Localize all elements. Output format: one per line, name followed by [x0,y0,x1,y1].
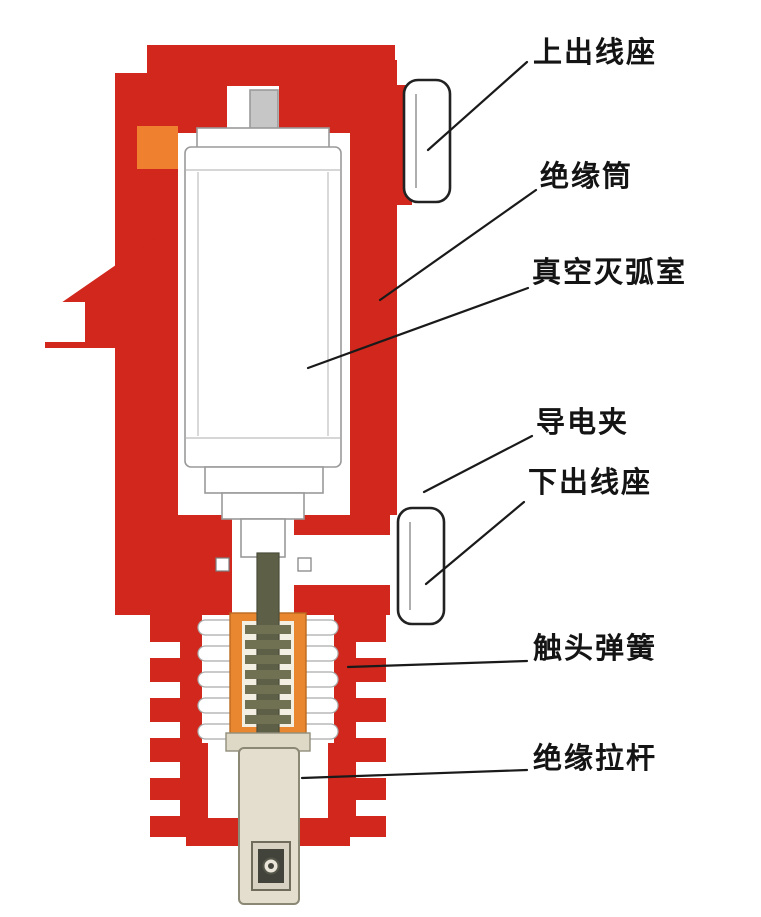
leader-line-lower-outlet [424,500,526,586]
lower-outlet-terminal-shape [396,506,446,626]
leader-line-pull-rod [300,768,529,780]
vacuum-interrupter-shape [184,146,342,468]
leader-line-conductive-clamp [422,434,534,494]
bracket-notch [45,302,85,342]
stud-bolt [249,89,279,131]
red-details [203,86,303,130]
fin-notch [356,762,386,778]
label-insulating-cylinder: 绝缘筒 [540,159,634,193]
spring-coil [245,715,291,724]
leader-line-insulating-cylinder [378,188,538,302]
upper-outlet-terminal-shape [402,78,452,204]
label-upper-outlet-terminal: 上出线座 [533,35,658,69]
rod-fitting-pin-center [268,863,274,869]
fin-notch [150,800,180,816]
cavity-tab-left [203,86,227,130]
leader-line-upper-outlet [426,60,529,152]
leader-line-vacuum-interrupter [306,286,530,370]
label-vacuum-interrupter: 真空灭弧室 [532,255,688,289]
fin-notch [356,682,386,698]
fin-notch [150,762,180,778]
interrupter-step-upper [204,466,324,494]
label-contact-spring: 触头弹簧 [533,631,658,665]
spring-coil [245,700,291,709]
fin-notch [150,682,180,698]
fin-notch [356,722,386,738]
cavity-tab-right [279,86,303,130]
orange-marker [137,126,178,169]
leader-lines [300,60,538,780]
fin-notch [150,722,180,738]
label-insulating-pull-rod: 绝缘拉杆 [533,741,658,775]
spring-coil [245,640,291,649]
spring-coil [245,685,291,694]
label-lower-outlet-terminal: 下出线座 [528,465,653,499]
contact-spring-shape [245,625,291,724]
leader-line-contact-spring [346,659,529,669]
clamp-side-slot [294,535,406,585]
label-conductive-clamp: 导电夹 [536,405,630,439]
clamp-bolt-left [215,557,230,572]
spring-coil [245,670,291,679]
clamp-bolt-right [297,557,312,572]
fin-notches [150,642,386,816]
spring-coil [245,625,291,634]
lower-stem [240,518,286,558]
interrupter-step-lower [221,492,305,520]
fin-notch [150,642,180,658]
fin-notch [356,800,386,816]
fin-notch [356,642,386,658]
spring-coil [245,655,291,664]
right-column [350,60,397,515]
